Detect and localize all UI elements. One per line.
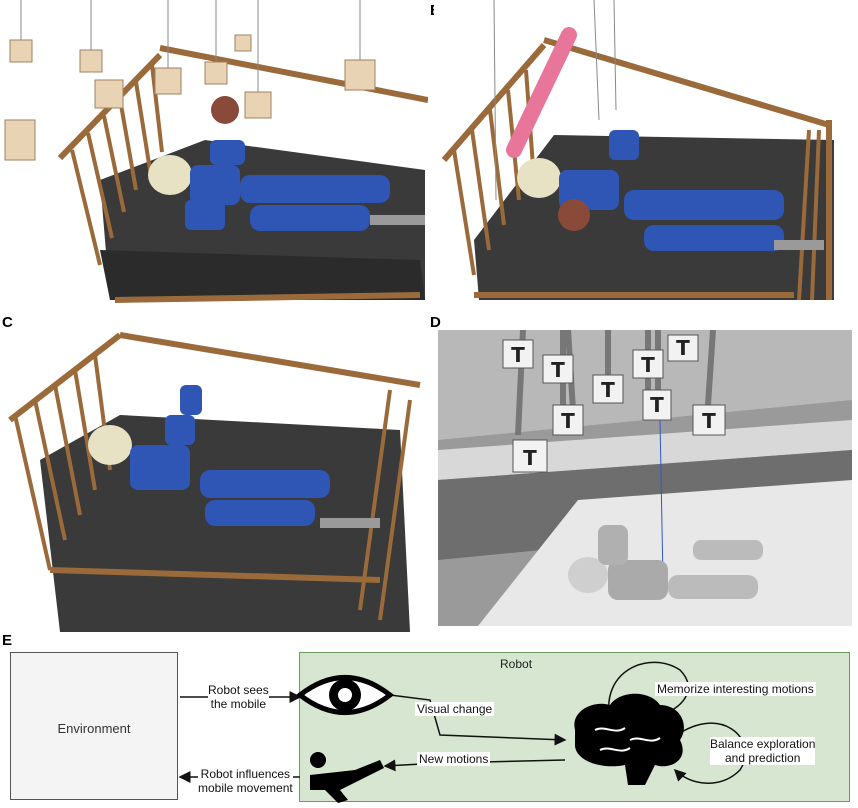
new-motions-label: New motions <box>417 752 491 766</box>
cube-glyph: T <box>650 393 664 417</box>
robot-influences-line2: mobile movement <box>198 781 293 795</box>
robot-influences-line1: Robot influences <box>200 767 291 781</box>
panel-label-d: D <box>430 314 441 331</box>
photo-panel-d: T T T T T T T T T <box>438 330 852 626</box>
robot-box <box>299 652 850 802</box>
environment-box: Environment <box>10 652 178 800</box>
cube-glyph: T <box>702 409 716 433</box>
photo-panel-b <box>434 0 858 310</box>
robot-label: Robot <box>500 657 533 671</box>
cube-glyph: T <box>523 446 537 470</box>
cube-glyph: T <box>551 358 565 382</box>
robot-sees-line1: Robot sees <box>208 683 269 697</box>
panel-label-e: E <box>2 632 13 649</box>
cube-glyph: T <box>676 336 690 360</box>
environment-label: Environment <box>57 721 131 736</box>
balance-label: Balance exploration and prediction <box>710 737 816 765</box>
cube-glyph: T <box>601 378 615 402</box>
cube-glyph: T <box>561 409 575 433</box>
balance-line1: Balance exploration <box>710 737 816 751</box>
visual-change-label: Visual change <box>415 702 495 716</box>
robot-sees-line2: the mobile <box>210 697 267 711</box>
panel-label-c: C <box>2 314 13 331</box>
memorize-label: Memorize interesting motions <box>655 682 816 696</box>
cube-glyph: T <box>641 353 655 377</box>
robot-influences-label: Robot influences mobile movement <box>198 767 293 795</box>
photo-panel-c <box>0 330 428 632</box>
cube-glyph: T <box>511 343 525 367</box>
balance-line2: and prediction <box>725 751 801 765</box>
robot-sees-label: Robot sees the mobile <box>208 683 269 711</box>
photo-panel-a <box>0 0 428 310</box>
